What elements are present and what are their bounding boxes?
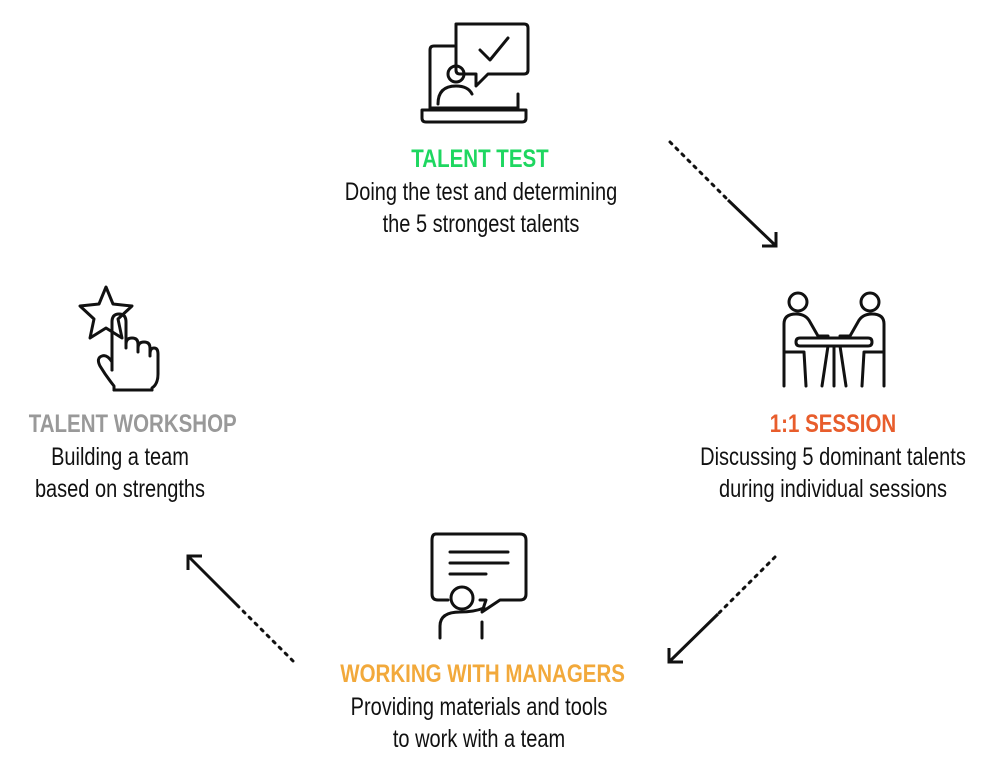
presenter-speech-bubble-icon bbox=[430, 532, 530, 640]
arrow-managers-to-workshop bbox=[186, 554, 295, 663]
one-on-one-desc-line2: during individual sessions bbox=[719, 475, 947, 503]
talent-test-desc-line2: the 5 strongest talents bbox=[382, 210, 580, 238]
arrow-session-to-managers bbox=[667, 555, 777, 664]
managers-description: Providing materials and tools to work wi… bbox=[336, 691, 622, 755]
hand-pointing-star-icon bbox=[72, 284, 162, 394]
talent-test-title: TALENT TEST bbox=[411, 145, 549, 173]
one-on-one-title: 1:1 SESSION bbox=[769, 410, 897, 438]
managers-desc-line2: to work with a team bbox=[392, 725, 566, 753]
talent-test-description: Doing the test and determining the 5 str… bbox=[336, 176, 626, 240]
workshop-desc-line1: Building a team bbox=[51, 443, 189, 471]
workshop-title: TALENT WORKSHOP bbox=[28, 410, 237, 438]
arrow-test-to-session-line bbox=[668, 140, 778, 248]
workshop-description: Building a team based on strengths bbox=[24, 441, 216, 505]
managers-title: WORKING WITH MANAGERS bbox=[340, 660, 625, 688]
two-people-at-table-icon bbox=[778, 290, 890, 390]
one-on-one-description: Discussing 5 dominant talents during ind… bbox=[687, 441, 980, 505]
workshop-desc-line2: based on strengths bbox=[34, 475, 206, 503]
one-on-one-desc-line1: Discussing 5 dominant talents bbox=[700, 443, 966, 471]
managers-desc-line1: Providing materials and tools bbox=[350, 693, 608, 721]
talent-test-desc-line1: Doing the test and determining bbox=[344, 178, 618, 206]
laptop-person-checkmark-icon bbox=[420, 20, 532, 126]
